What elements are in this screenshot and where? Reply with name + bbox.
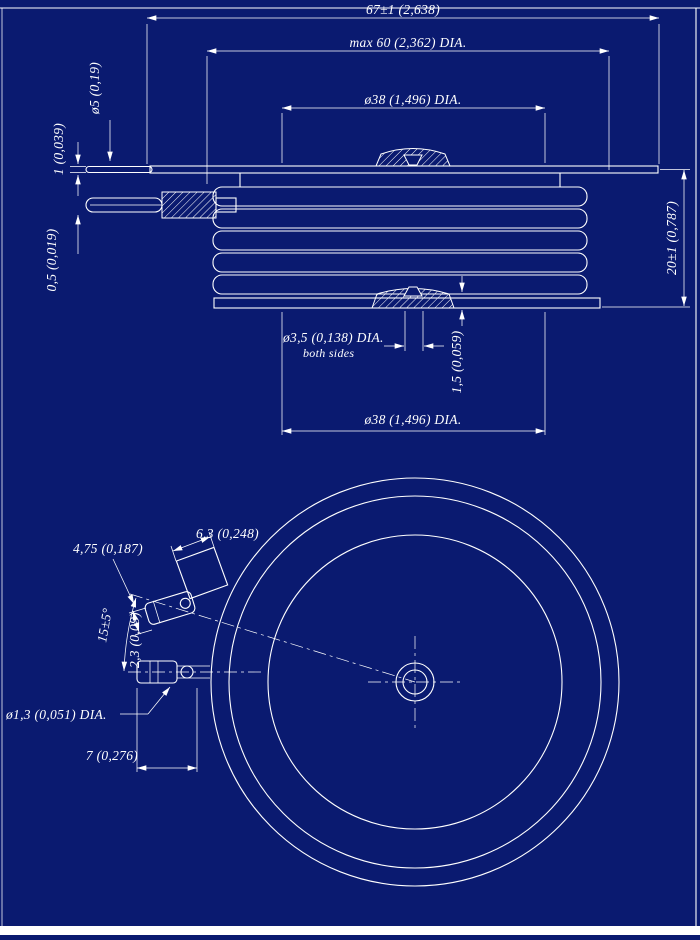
- ceramic-fin-4: [212, 252, 588, 273]
- lower-connector-body: [136, 660, 178, 684]
- outer-circle: [210, 477, 620, 887]
- gate-square-tab: [175, 546, 229, 600]
- dim-connector-width-label: 4,75 (0,187): [73, 541, 143, 556]
- dim-angle-label: 15±5°: [94, 607, 115, 644]
- dim-max-diameter: max 60 (2,362) DIA.: [206, 35, 610, 184]
- dim-connector-width-leader: [112, 558, 135, 605]
- dim-pole-face-bottom: ø38 (1,496) DIA.: [281, 312, 546, 435]
- dim-pole-bottom-extension-lines: [281, 312, 546, 435]
- dim-lead-dia-label: ø5 (0,19): [87, 62, 102, 115]
- dim-hole-depth-label: 1,5 (0,059): [449, 330, 464, 393]
- dim-angle-arc: [121, 597, 137, 672]
- dim-hole-extension-lines: [404, 311, 424, 351]
- dim-connector-length: 7 (0,276): [86, 688, 198, 772]
- dim-max-dia-extension-lines: [206, 56, 610, 184]
- upper-connector-wire-end: [179, 597, 191, 609]
- gate-lower-connector: [136, 660, 210, 684]
- dim-overall-width: 67±1 (2,638): [146, 2, 660, 164]
- dim-tab-line: [172, 536, 211, 552]
- dim-centering-hole: ø3,5 (0,138) DIA. both sides: [282, 311, 444, 360]
- ceramic-fin-3: [212, 230, 588, 251]
- sheet-frame: [0, 7, 700, 935]
- lower-connector-wire-lines: [177, 665, 210, 679]
- dim-plate-thk-label: 1 (0,039): [51, 123, 66, 175]
- dim-height-label: 20±1 (0,787): [664, 201, 679, 275]
- dim-pole-face-top: ø38 (1,496) DIA.: [281, 92, 546, 163]
- bottom-centering-hole: [403, 286, 423, 297]
- side-view: 67±1 (2,638) max 60 (2,362) DIA. ø38 (1,…: [44, 2, 690, 435]
- flange-circle: [228, 495, 602, 869]
- ceramic-fin-2: [212, 208, 588, 229]
- dim-max-dia-label: max 60 (2,362) DIA.: [349, 35, 466, 50]
- upper-connector-clamp-line: [153, 601, 161, 623]
- frame-bottom-bar: [0, 926, 700, 935]
- dim-pole-top-label: ø38 (1,496) DIA.: [363, 92, 461, 107]
- dim-overall-extension-lines: [146, 24, 660, 164]
- top-centering-hole: [403, 154, 423, 166]
- dim-plate-thickness: 1 (0,039): [51, 123, 86, 196]
- dim-height: 20±1 (0,787): [602, 169, 690, 308]
- dim-hole-depth: 1,5 (0,059): [449, 276, 468, 393]
- upper-connector-body: [144, 591, 196, 625]
- dim-gate-tab-width: 6,3 (0,248): [170, 526, 259, 562]
- gate-connector-block: [161, 191, 217, 219]
- dim-hole-dia-label: ø3,5 (0,138) DIA.: [282, 330, 384, 345]
- dim-hole-note-label: both sides: [303, 346, 354, 360]
- top-view: 6,3 (0,248) 4,75 (0,187) 15±5° 2,3 (0,09…: [5, 477, 620, 887]
- capsule-device-plan: [128, 477, 620, 887]
- dim-connector-length-label: 7 (0,276): [86, 748, 138, 763]
- dim-height-extension-lines: [602, 169, 690, 308]
- dim-gate-angle: 15±5° 2,3 (0,09): [94, 597, 142, 672]
- pole-face-circle: [267, 534, 563, 830]
- dim-pole-top-extension-lines: [281, 113, 546, 163]
- dim-wire-leader-arrow: [147, 686, 171, 715]
- top-pole-plate: [149, 165, 659, 174]
- ceramic-neck-top: [239, 172, 561, 188]
- dim-wire-dia-label: ø1,3 (0,051) DIA.: [5, 707, 107, 722]
- dim-hole-depth-extension-lines: [450, 293, 468, 309]
- capsule-device-section: [85, 148, 659, 309]
- dim-plate-thk-extension-lines: [70, 166, 86, 173]
- gate-upper-connector: [144, 591, 196, 625]
- dim-tab-extension-lines: [170, 531, 215, 562]
- dim-tab-label: 6,3 (0,248): [196, 526, 259, 541]
- dim-lead-thk-label: 0,5 (0,019): [44, 228, 59, 291]
- dim-connector-length-extension-lines: [136, 688, 198, 772]
- ceramic-fin-1: [212, 186, 588, 207]
- dim-overall-label: 67±1 (2,638): [366, 2, 440, 17]
- dim-wire-diameter: ø1,3 (0,051) DIA.: [5, 686, 171, 722]
- dim-offset-label: 2,3 (0,09): [127, 612, 142, 668]
- lower-connector-wire-end: [180, 665, 194, 679]
- upper-lead: [85, 165, 153, 174]
- dim-lead-diameter: ø5 (0,19): [87, 62, 113, 161]
- centerline-gate-diagonal: [129, 593, 416, 683]
- dim-pole-bottom-label: ø38 (1,496) DIA.: [363, 412, 461, 427]
- gate-tab: [215, 197, 237, 213]
- dim-lead-thickness: 0,5 (0,019): [44, 215, 81, 291]
